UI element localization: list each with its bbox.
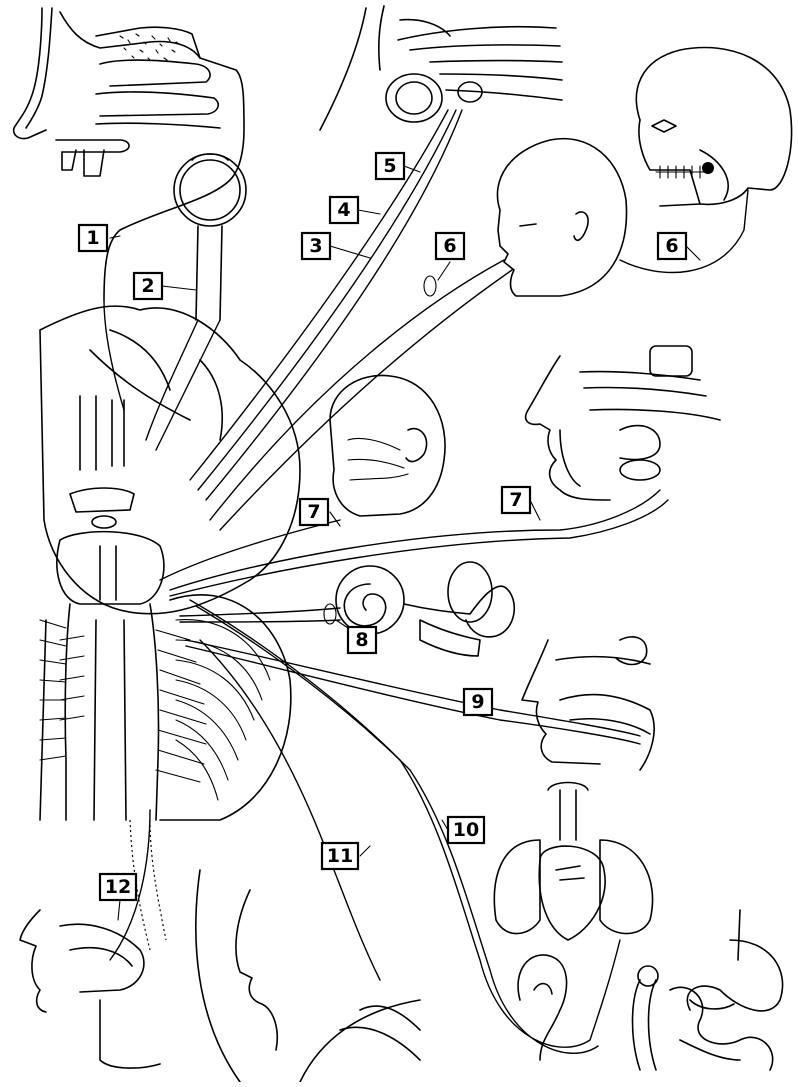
label-text: 11	[327, 845, 353, 867]
label-6-skull: 6	[658, 233, 686, 259]
bundle-marker	[424, 276, 436, 296]
cerebellum-illustration	[130, 595, 291, 950]
label-5: 5	[376, 153, 404, 179]
thorax-illustration	[494, 783, 652, 941]
label-text: 7	[509, 489, 522, 511]
tongue-profile-illustration	[20, 910, 160, 1068]
label-8: 8	[348, 627, 376, 653]
label-3: 3	[302, 233, 330, 259]
oral-cavity-illustration-upper	[526, 346, 720, 500]
label-4: 4	[330, 197, 358, 223]
label-9: 9	[464, 689, 492, 715]
face-profile-illustration	[497, 139, 626, 296]
label-text: 5	[383, 155, 396, 177]
label-text: 1	[86, 227, 99, 249]
label-text: 6	[665, 235, 678, 257]
label-text: 3	[309, 235, 322, 257]
label-10: 10	[448, 817, 484, 843]
neck-profile-illustration	[196, 870, 420, 1082]
label-leaders	[110, 166, 700, 920]
label-12: 12	[100, 874, 136, 900]
abdomen-illustration	[518, 910, 782, 1070]
label-text: 7	[307, 501, 320, 523]
label-7-mouth: 7	[502, 487, 530, 513]
orbit-muscles-illustration	[320, 6, 562, 130]
label-2: 2	[134, 273, 162, 299]
olfactory-texture	[120, 34, 179, 60]
label-6-face: 6	[436, 233, 464, 259]
spinal-cord-illustration	[40, 604, 206, 820]
label-text: 6	[443, 235, 456, 257]
eye-illustration	[174, 154, 246, 320]
label-7-head: 7	[300, 499, 328, 525]
label-text: 8	[355, 629, 368, 651]
label-11: 11	[322, 843, 358, 869]
label-text: 9	[471, 691, 484, 713]
label-text: 12	[105, 876, 131, 898]
head-facial-nerve-illustration	[330, 375, 445, 516]
label-1: 1	[79, 225, 107, 251]
label-text: 2	[141, 275, 154, 297]
label-text: 10	[453, 819, 479, 841]
oral-cavity-illustration-lower	[522, 637, 654, 770]
skull-illustration	[636, 48, 791, 207]
label-text: 4	[337, 199, 350, 221]
